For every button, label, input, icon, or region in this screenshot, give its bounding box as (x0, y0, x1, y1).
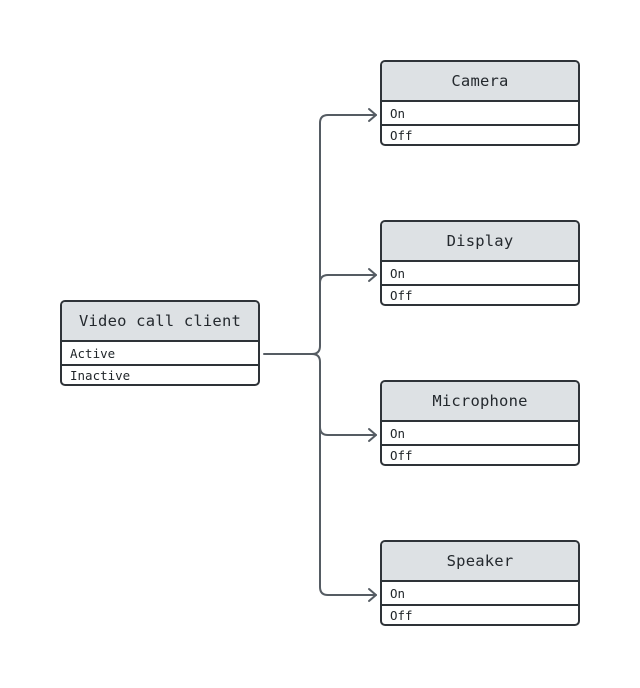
connector-active-to-microphone-on (311, 353, 377, 436)
connector-active-to-speaker-on (319, 426, 377, 596)
node-title: Microphone (382, 382, 578, 422)
node-row-off: Off (382, 444, 578, 464)
node-row-on: On (390, 265, 406, 281)
connector-active-to-display-on (319, 274, 377, 284)
node-title: Display (382, 222, 578, 262)
arrowhead-camera-on (368, 108, 377, 122)
node-row-active: Active (70, 345, 116, 361)
arrowhead-display-on (368, 268, 377, 282)
node-microphone: Microphone On Off (380, 380, 580, 466)
node-title: Speaker (382, 542, 578, 582)
node-row-off: Off (382, 124, 578, 144)
node-row-on: On (390, 425, 406, 441)
node-row-off: Off (382, 284, 578, 304)
node-camera: Camera On Off (380, 60, 580, 146)
node-speaker: Speaker On Off (380, 540, 580, 626)
node-row-on: On (390, 105, 406, 121)
arrowhead-microphone-on (368, 428, 377, 442)
arrowhead-speaker-on (368, 588, 377, 602)
node-display: Display On Off (380, 220, 580, 306)
node-row-inactive: Inactive (62, 364, 258, 384)
node-title: Video call client (62, 302, 258, 342)
node-row-on: On (390, 585, 406, 601)
node-title: Camera (382, 62, 578, 102)
node-row-off: Off (382, 604, 578, 624)
connector-active-to-camera-on (263, 114, 377, 355)
node-video-call-client: Video call client Active Inactive (60, 300, 260, 386)
